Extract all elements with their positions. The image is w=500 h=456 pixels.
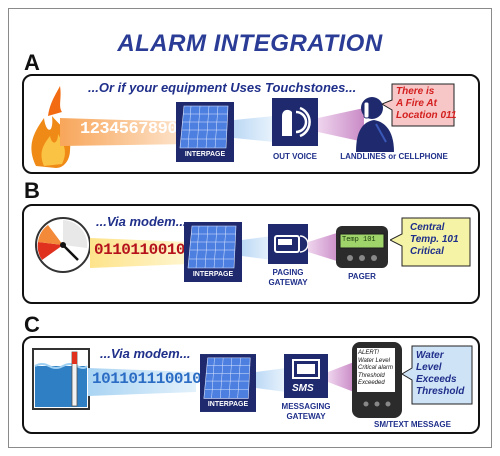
message-b-line: Critical (410, 246, 444, 257)
page-title: ALARM INTEGRATION (117, 30, 383, 57)
beam-b2 (308, 232, 340, 262)
modem-code-b: 01101100101 (94, 241, 195, 259)
paging-gateway-label: PAGING GATEWAY (256, 268, 320, 288)
beam-c1 (256, 368, 286, 392)
message-c-line: Level (416, 362, 442, 373)
message-c-line: Exceeds (416, 374, 457, 385)
phone-screen-line: Water Level (358, 357, 390, 364)
voice-out-icon (272, 98, 318, 146)
section-letter-c: C (24, 312, 40, 337)
interpage-label-b: INTERPAGE (192, 271, 234, 278)
message-a-line: Location 011 (396, 110, 457, 121)
text-message-label: SM/TEXT MESSAGE (374, 420, 451, 429)
phone-screen-line: ALERT! (358, 350, 379, 356)
message-c-line: Water (416, 350, 444, 361)
interpage-gateway-c (200, 354, 256, 412)
message-b-line: Temp. 101 (410, 234, 459, 245)
dtmf-code: 1234567890*# (80, 120, 197, 139)
beam-b1 (242, 236, 272, 260)
interpage-gateway-a (176, 102, 234, 162)
message-c-line: Threshold (416, 386, 465, 397)
pager-label: PAGER (348, 272, 376, 281)
phone-screen-line: Threshold (358, 372, 385, 379)
signal-ribbon-b (90, 238, 190, 268)
paging-gateway-label-line: PAGING (272, 268, 304, 277)
phone-screen-line: Critical alarm (358, 365, 394, 371)
phone-screen-line: Exceeded (358, 380, 385, 386)
message-b-line: Central (410, 222, 445, 233)
water-tank-icon (32, 348, 90, 410)
messaging-gateway-label-line: MESSAGING (281, 402, 331, 411)
messaging-gateway-icon (284, 354, 328, 398)
message-bubble-b (390, 216, 472, 268)
beam-a2 (318, 108, 364, 142)
pager-screen-text: Temp 101 (342, 236, 376, 244)
paging-gateway-icon (268, 224, 308, 264)
message-b: Central Temp. 101 Critical (410, 222, 459, 258)
beam-c2 (328, 362, 354, 392)
caption-a: ...Or if your equipment Uses Touchstones… (88, 80, 357, 95)
signal-ribbon-c (88, 368, 196, 396)
phone-screen-text: ALERT! Water Level Critical alarm Thresh… (358, 350, 393, 388)
beam-a1 (234, 116, 274, 142)
message-a-line: A Fire At (396, 98, 437, 109)
sms-text: SMS (292, 383, 314, 394)
interpage-label-a: INTERPAGE (184, 151, 226, 158)
message-bubble-c (402, 344, 474, 406)
interpage-label-c: INTERPAGE (207, 401, 249, 408)
interpage-gateway-b (184, 222, 242, 282)
message-a-line: There is (396, 86, 435, 97)
paging-gateway-label-line: GATEWAY (268, 278, 308, 287)
landlines-label: LANDLINES or CELLPHONE (340, 152, 448, 161)
signal-ribbon-a (60, 118, 190, 146)
pager-icon (336, 226, 388, 268)
gauge-icon (34, 216, 92, 274)
section-letter-b: B (24, 178, 40, 203)
section-letter-a: A (24, 50, 40, 75)
mobile-phone-icon (352, 342, 402, 418)
caption-b: ...Via modem... (96, 214, 187, 229)
message-bubble-a (382, 82, 456, 128)
messaging-gateway-label-line: GATEWAY (286, 412, 326, 421)
message-c: Water Level Exceeds Threshold (416, 350, 464, 398)
person-phone-icon (352, 92, 404, 152)
messaging-gateway-label: MESSAGING GATEWAY (268, 402, 344, 422)
caption-c: ...Via modem... (100, 346, 191, 361)
message-a: There is A Fire At Location 011 (396, 86, 456, 122)
out-voice-label: OUT VOICE (272, 152, 317, 161)
modem-code-c: 1011011100101 (92, 370, 211, 388)
